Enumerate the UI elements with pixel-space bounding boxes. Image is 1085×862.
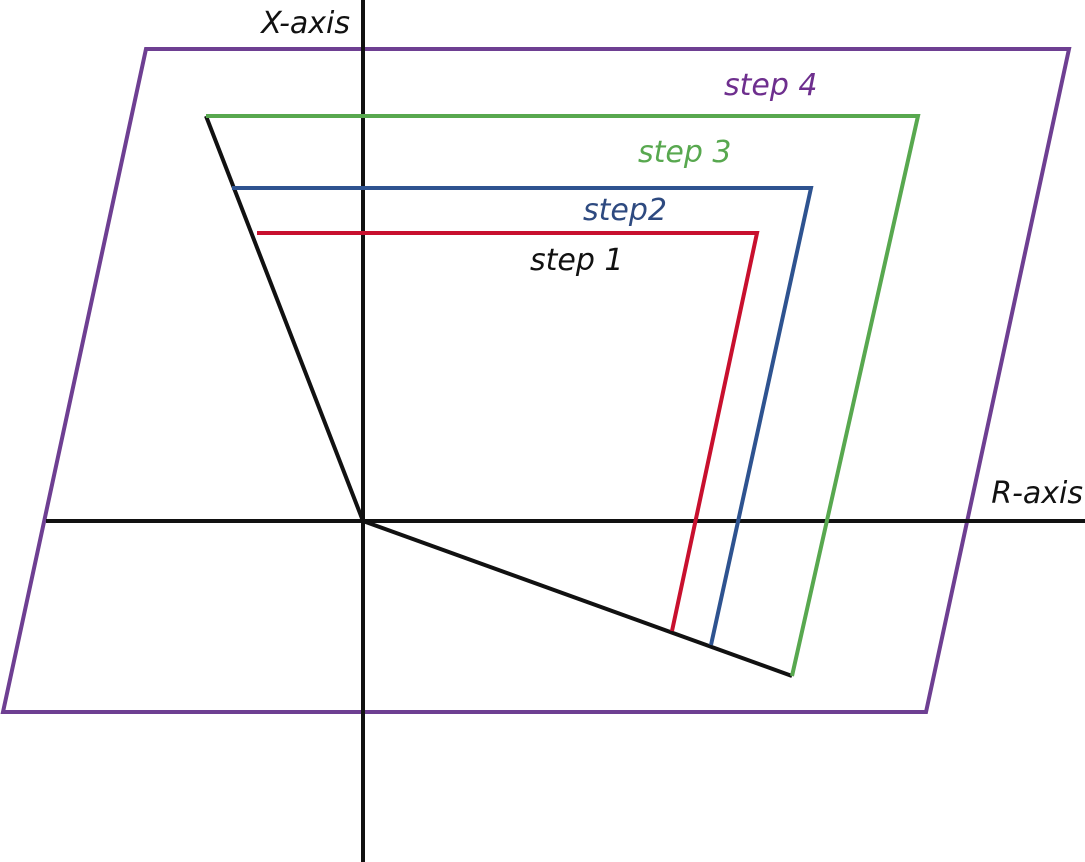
step-2-path	[232, 186, 814, 646]
step-4-boundary-parallelogram	[0, 47, 1072, 714]
step-2-label: step2	[583, 193, 667, 228]
r-axis-label: R-axis	[991, 476, 1083, 511]
step-1-label: step 1	[530, 243, 624, 278]
step-3-label: step 3	[638, 135, 732, 170]
step-1-path	[257, 231, 760, 632]
step-3-path	[206, 114, 921, 677]
upper-ray	[204, 115, 365, 522]
step-4-label: step 4	[724, 68, 818, 103]
lower-ray	[362, 519, 793, 678]
x-axis-label: X-axis	[259, 6, 350, 41]
